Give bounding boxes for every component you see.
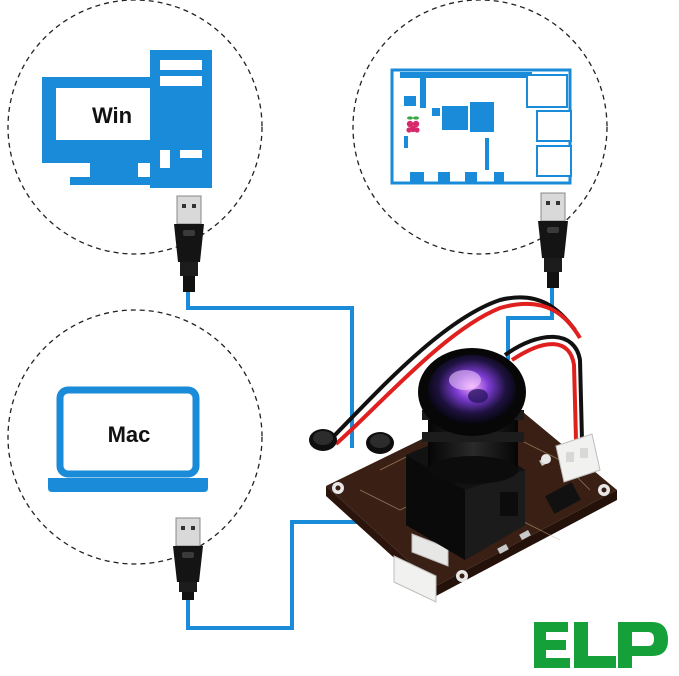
camera-module (309, 295, 617, 603)
mac-label: Mac (108, 422, 151, 447)
windows-pc-icon: Win (42, 50, 212, 188)
usb-plug-mac (173, 517, 203, 600)
mac-laptop-icon: Mac (48, 386, 208, 492)
blue-cables (186, 288, 554, 630)
win-dashed-circle (7, 0, 263, 255)
usb-plug-pi (538, 192, 568, 288)
mac-dashed-circle (7, 309, 263, 565)
usb-plug-win (174, 195, 204, 292)
raspberry-pi-board-icon (390, 68, 572, 185)
elp-logo (534, 622, 668, 668)
pi-dashed-circle (352, 0, 608, 255)
win-label: Win (92, 103, 132, 128)
raspberry-logo-icon (406, 116, 420, 133)
